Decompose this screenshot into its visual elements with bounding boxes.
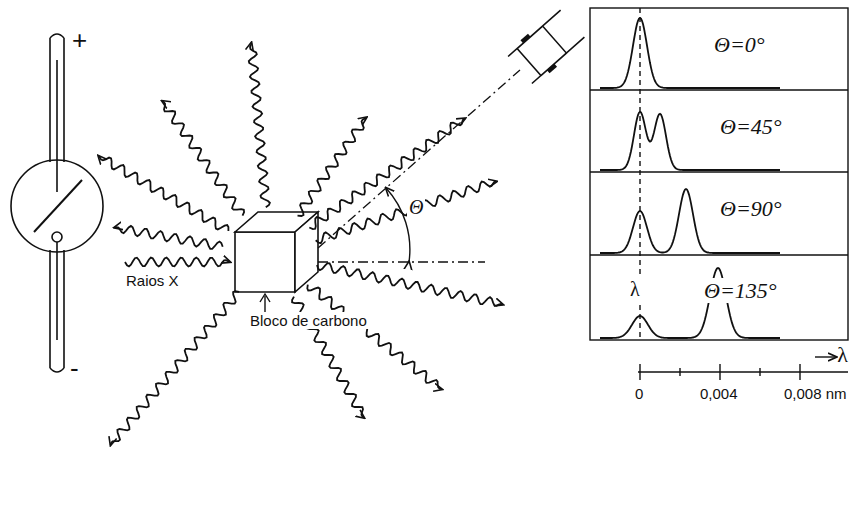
scattered-ray bbox=[298, 117, 367, 216]
detector-axis bbox=[318, 70, 520, 248]
scattered-ray bbox=[111, 291, 240, 445]
leader-line bbox=[264, 296, 265, 312]
spectrum-curves bbox=[600, 18, 780, 338]
scattered-ray bbox=[249, 43, 270, 207]
incident-ray bbox=[125, 258, 230, 267]
terminal-sign: - bbox=[68, 354, 81, 384]
scattered-rays bbox=[99, 43, 503, 445]
spectra-frame bbox=[590, 8, 848, 380]
xray-tube bbox=[11, 34, 103, 372]
angle-label: Θ bbox=[407, 196, 425, 219]
spectrum-curve bbox=[600, 18, 780, 88]
scattered-ray bbox=[307, 285, 442, 390]
angle-value: Θ=135° bbox=[702, 278, 779, 303]
tick-label: 0,008 nm bbox=[782, 385, 849, 402]
angle-value: Θ=45° bbox=[718, 114, 784, 139]
angle-value: Θ=0° bbox=[712, 32, 767, 57]
reference-line bbox=[318, 261, 485, 262]
block-label: Bloco de carbono bbox=[248, 312, 369, 329]
carbon-block bbox=[235, 212, 318, 292]
leader-arrow bbox=[260, 294, 270, 302]
ray-label: Raios X bbox=[124, 272, 181, 289]
scattered-ray bbox=[114, 226, 222, 249]
tick-label: 0 bbox=[633, 385, 645, 402]
angle-value: Θ=90° bbox=[718, 196, 784, 221]
terminal-sign: + bbox=[70, 26, 89, 56]
scattered-ray bbox=[162, 101, 244, 216]
tick-label: 0,004 bbox=[698, 385, 740, 402]
axis-label: λ bbox=[835, 342, 850, 367]
wavelength-symbol: λ bbox=[628, 278, 642, 301]
scattered-ray bbox=[309, 119, 465, 230]
spectrum-curve bbox=[600, 268, 780, 338]
detector bbox=[507, 9, 586, 85]
scattered-ray bbox=[316, 182, 497, 244]
scattered-ray bbox=[317, 263, 503, 306]
scattered-ray bbox=[99, 156, 229, 231]
